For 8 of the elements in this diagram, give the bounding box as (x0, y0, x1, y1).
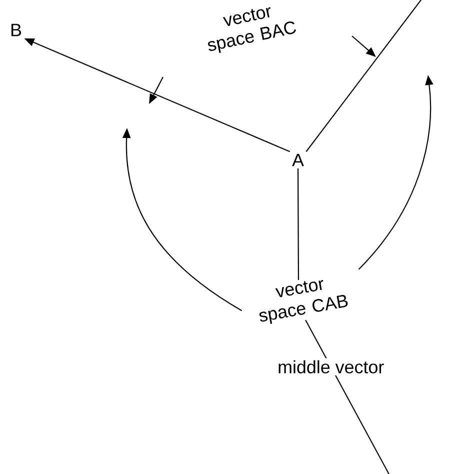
region-label: vector space CAB (259, 280, 348, 324)
point-label: B (12, 24, 22, 36)
line (297, 168, 300, 280)
point-label: A (292, 154, 304, 166)
edge-label: middle vector (276, 358, 386, 376)
region-label: vector space BAC (208, 7, 296, 54)
line (305, 320, 390, 474)
line (306, 0, 424, 152)
